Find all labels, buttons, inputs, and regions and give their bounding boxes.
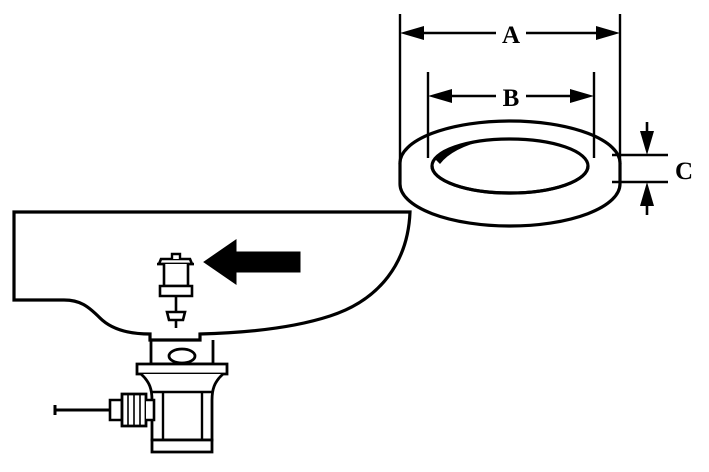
- ring-inner-lip: [430, 165, 590, 195]
- pop-up-stopper: [157, 252, 194, 328]
- dimension-a-label: A: [502, 22, 520, 49]
- dimension-b-arrow-left: [428, 89, 452, 103]
- drain-washer: [135, 362, 229, 376]
- stopper-knob: [170, 252, 182, 259]
- arrow-shape: [203, 239, 301, 285]
- installation-direction-arrow: [203, 239, 301, 285]
- pivot-rod-collar: [108, 398, 124, 422]
- stopper-body: [162, 264, 190, 288]
- dimension-c-arrow-bottom: [640, 182, 654, 206]
- pivot-rod-assembly: [53, 392, 156, 428]
- dimension-c-arrow-top: [640, 131, 654, 155]
- drain-body-assembly: [135, 340, 229, 454]
- drain-tailpiece: [150, 438, 214, 454]
- stopper-flange: [158, 284, 194, 298]
- dimension-c: C: [612, 122, 693, 215]
- dimension-a-arrow-left: [400, 26, 424, 40]
- ring-inner-highlight: [434, 140, 486, 164]
- stopper-foot: [165, 310, 187, 322]
- sink-basin-cross-section: [12, 210, 412, 342]
- dimension-a-label-bg: [496, 17, 526, 49]
- flange-ring: [398, 119, 622, 228]
- drain-opening: [167, 347, 197, 365]
- sink-outline: [12, 210, 412, 342]
- nut-to-body-connector: [146, 398, 156, 422]
- dimension-b-arrow-right: [570, 89, 594, 103]
- dimension-b: B: [426, 72, 596, 158]
- dimension-a: A: [398, 14, 622, 160]
- dimension-b-label-bg: [496, 80, 526, 112]
- dimension-a-arrow-right: [596, 26, 620, 40]
- dimension-c-label: C: [675, 158, 693, 185]
- dimension-b-label: B: [503, 85, 520, 112]
